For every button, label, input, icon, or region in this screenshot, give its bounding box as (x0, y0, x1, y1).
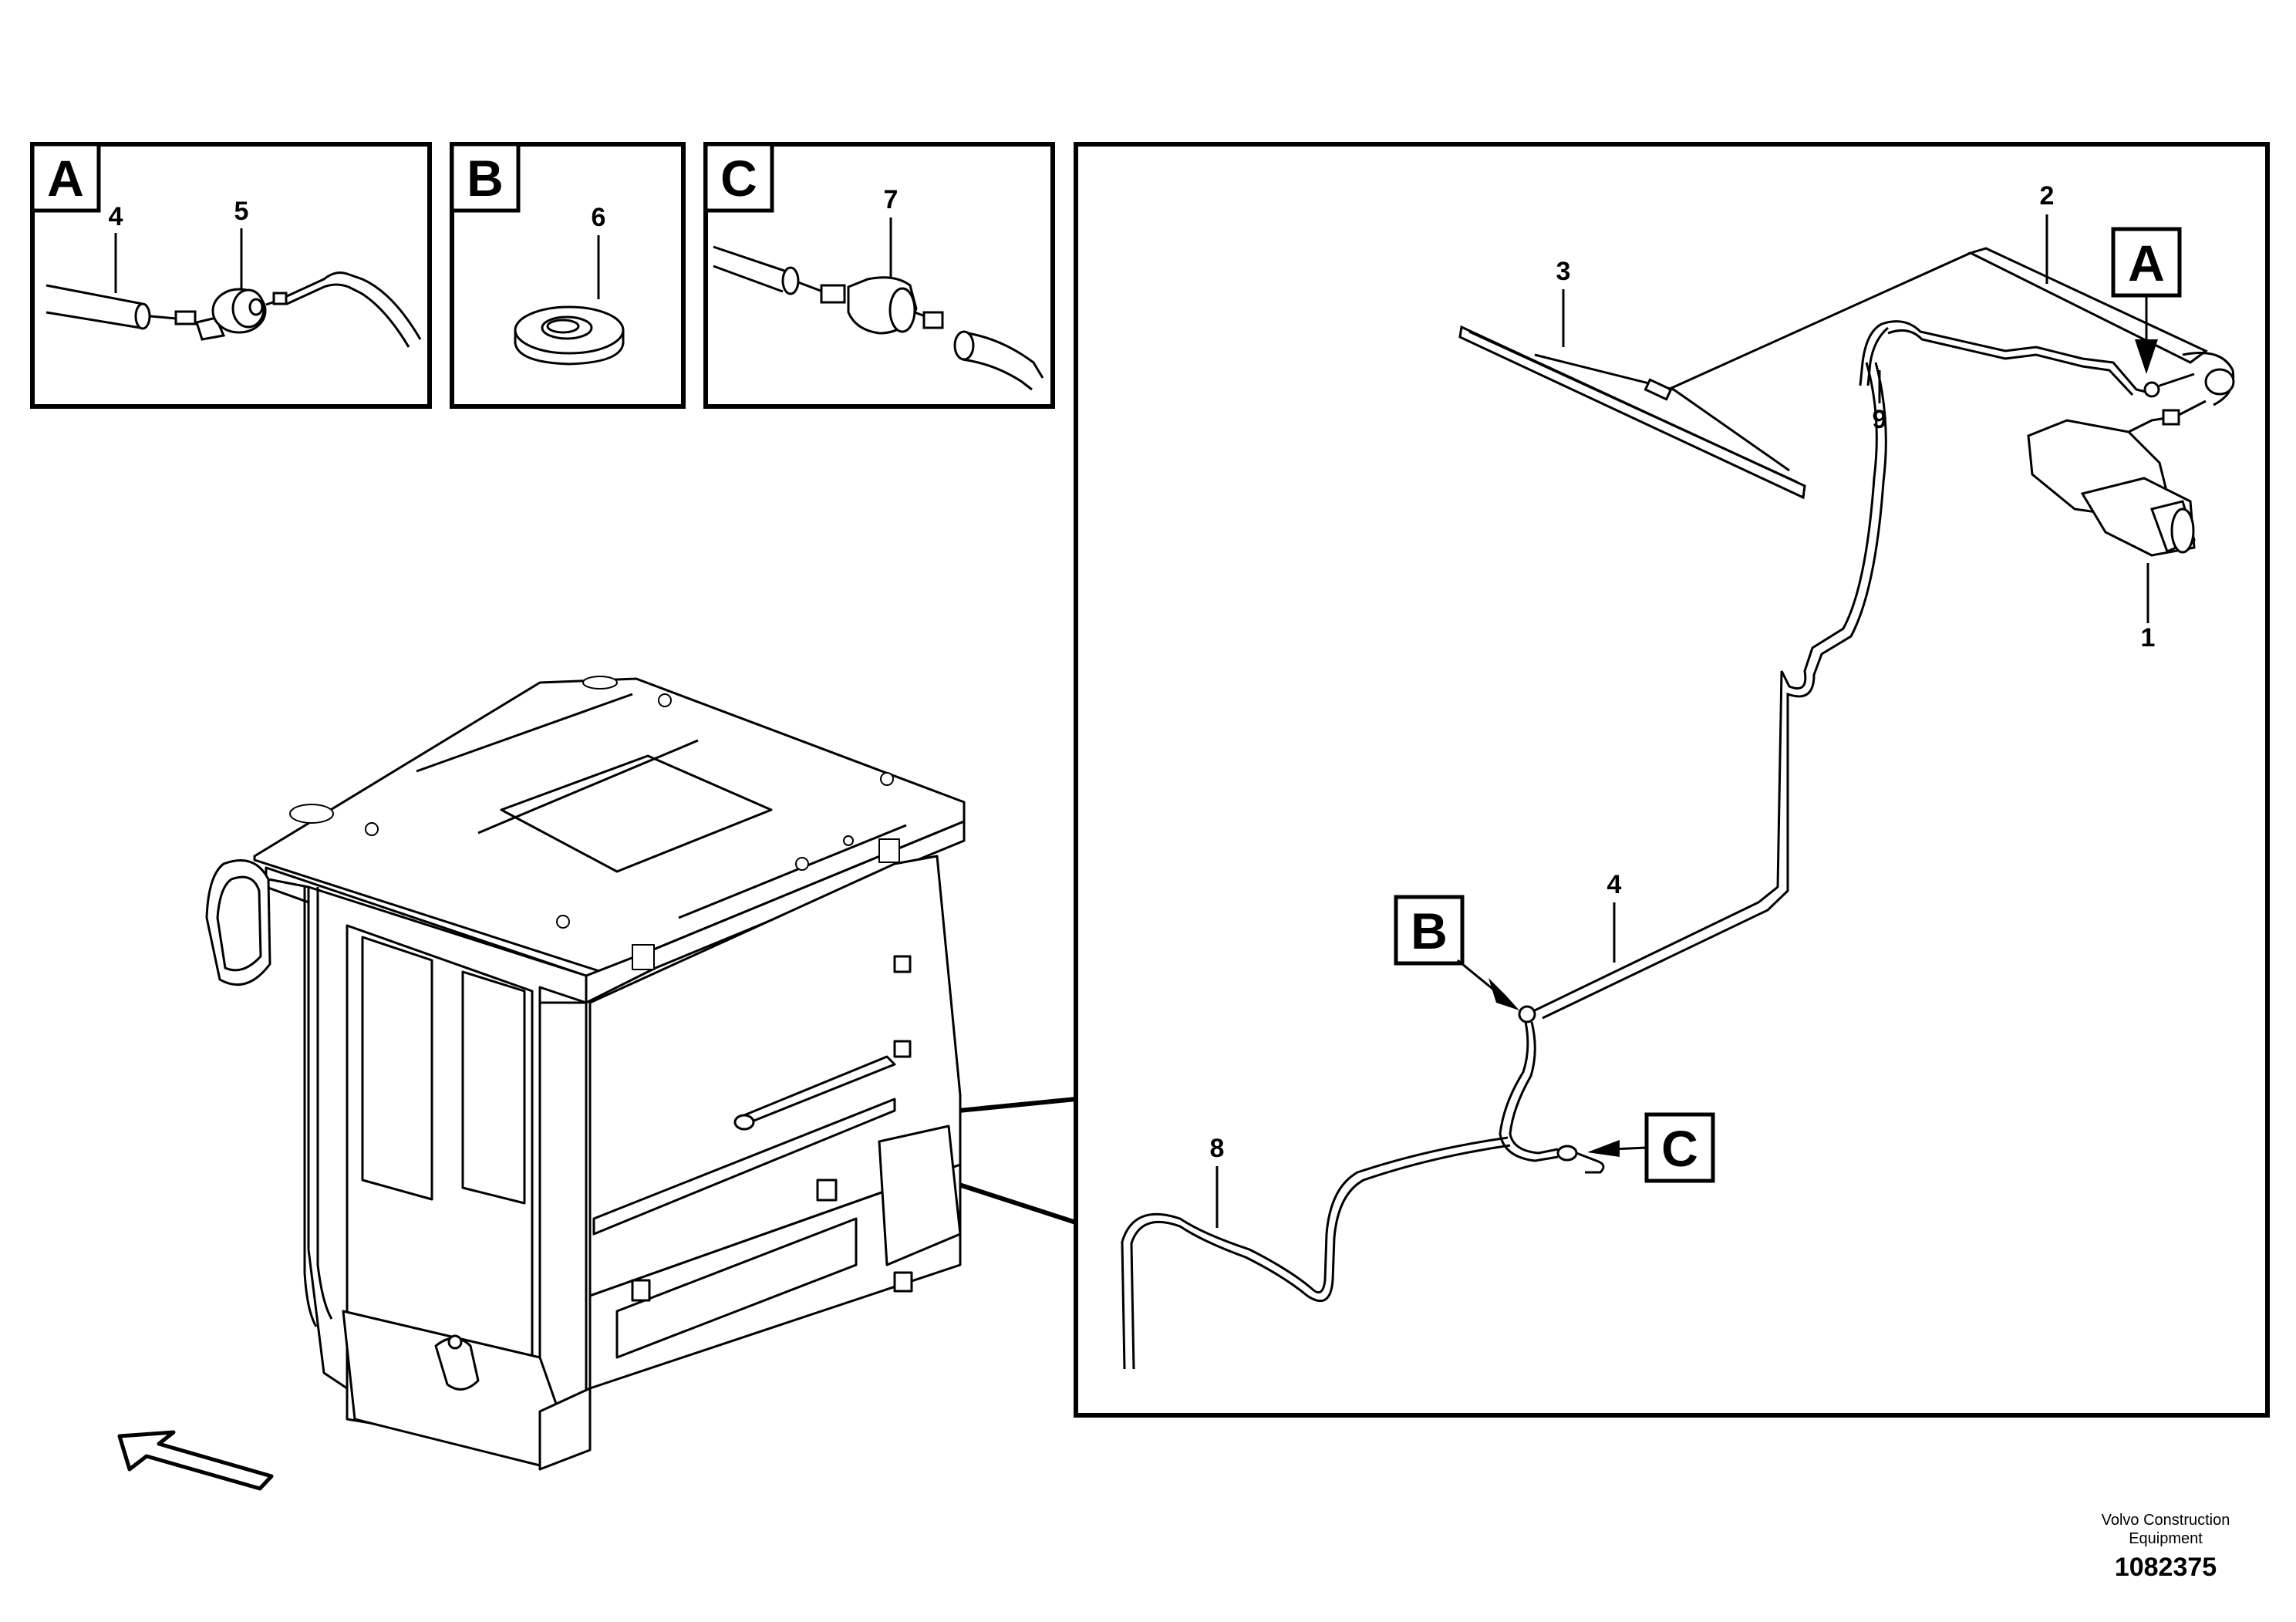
panel-b-callout-6: 6 (592, 203, 606, 232)
callout-8: 8 (1210, 1134, 1225, 1163)
svg-text:A: A (2128, 234, 2165, 292)
reference-label-b: B (1394, 895, 1519, 1010)
svg-text:B: B (1411, 902, 1448, 959)
panel-a-letter-box (30, 142, 101, 213)
panel-b-letter-box (450, 142, 521, 213)
wiper-motor-part-1 (2027, 400, 2207, 557)
reference-label-c: C (1587, 1112, 1715, 1183)
hose-part-4 (46, 284, 197, 330)
wiper-blade-part-3 (1458, 325, 1806, 500)
check-valve-part-5 (195, 271, 422, 348)
detail-panel-b: B 6 (450, 142, 686, 409)
detail-panel-c: C 7 (703, 142, 1055, 409)
callout-9: 9 (1873, 405, 1887, 434)
callout-1: 1 (2141, 623, 2156, 653)
panel-c-letter: C (720, 150, 757, 207)
washer-hose-network (1121, 320, 2195, 1370)
panel-a-callout-5: 5 (234, 197, 249, 226)
panel-c-letter-box (703, 142, 774, 213)
forward-direction-arrow-icon (117, 1430, 274, 1491)
panel-a-letter: A (47, 150, 84, 207)
callout-4: 4 (1607, 870, 1622, 899)
company-name-line2: Equipment (2129, 1530, 2203, 1547)
grommet-part-6 (514, 305, 625, 366)
main-view-frame (1074, 142, 2270, 1418)
panel-b-letter: B (467, 150, 504, 207)
callout-3: 3 (1556, 257, 1571, 286)
reference-label-a: A (2111, 227, 2182, 374)
document-number: 1082375 (2115, 1553, 2217, 1582)
cab-illustration (205, 676, 966, 1471)
connector-part-7 (713, 245, 1044, 391)
company-name-line1: Volvo Construction (2102, 1512, 2230, 1529)
detail-panel-a: A 4 5 (30, 142, 432, 409)
panel-c-callout-7: 7 (884, 185, 899, 214)
panel-a-callout-4: 4 (109, 202, 123, 231)
svg-text:C: C (1661, 1120, 1698, 1177)
callout-2: 2 (2040, 181, 2055, 211)
